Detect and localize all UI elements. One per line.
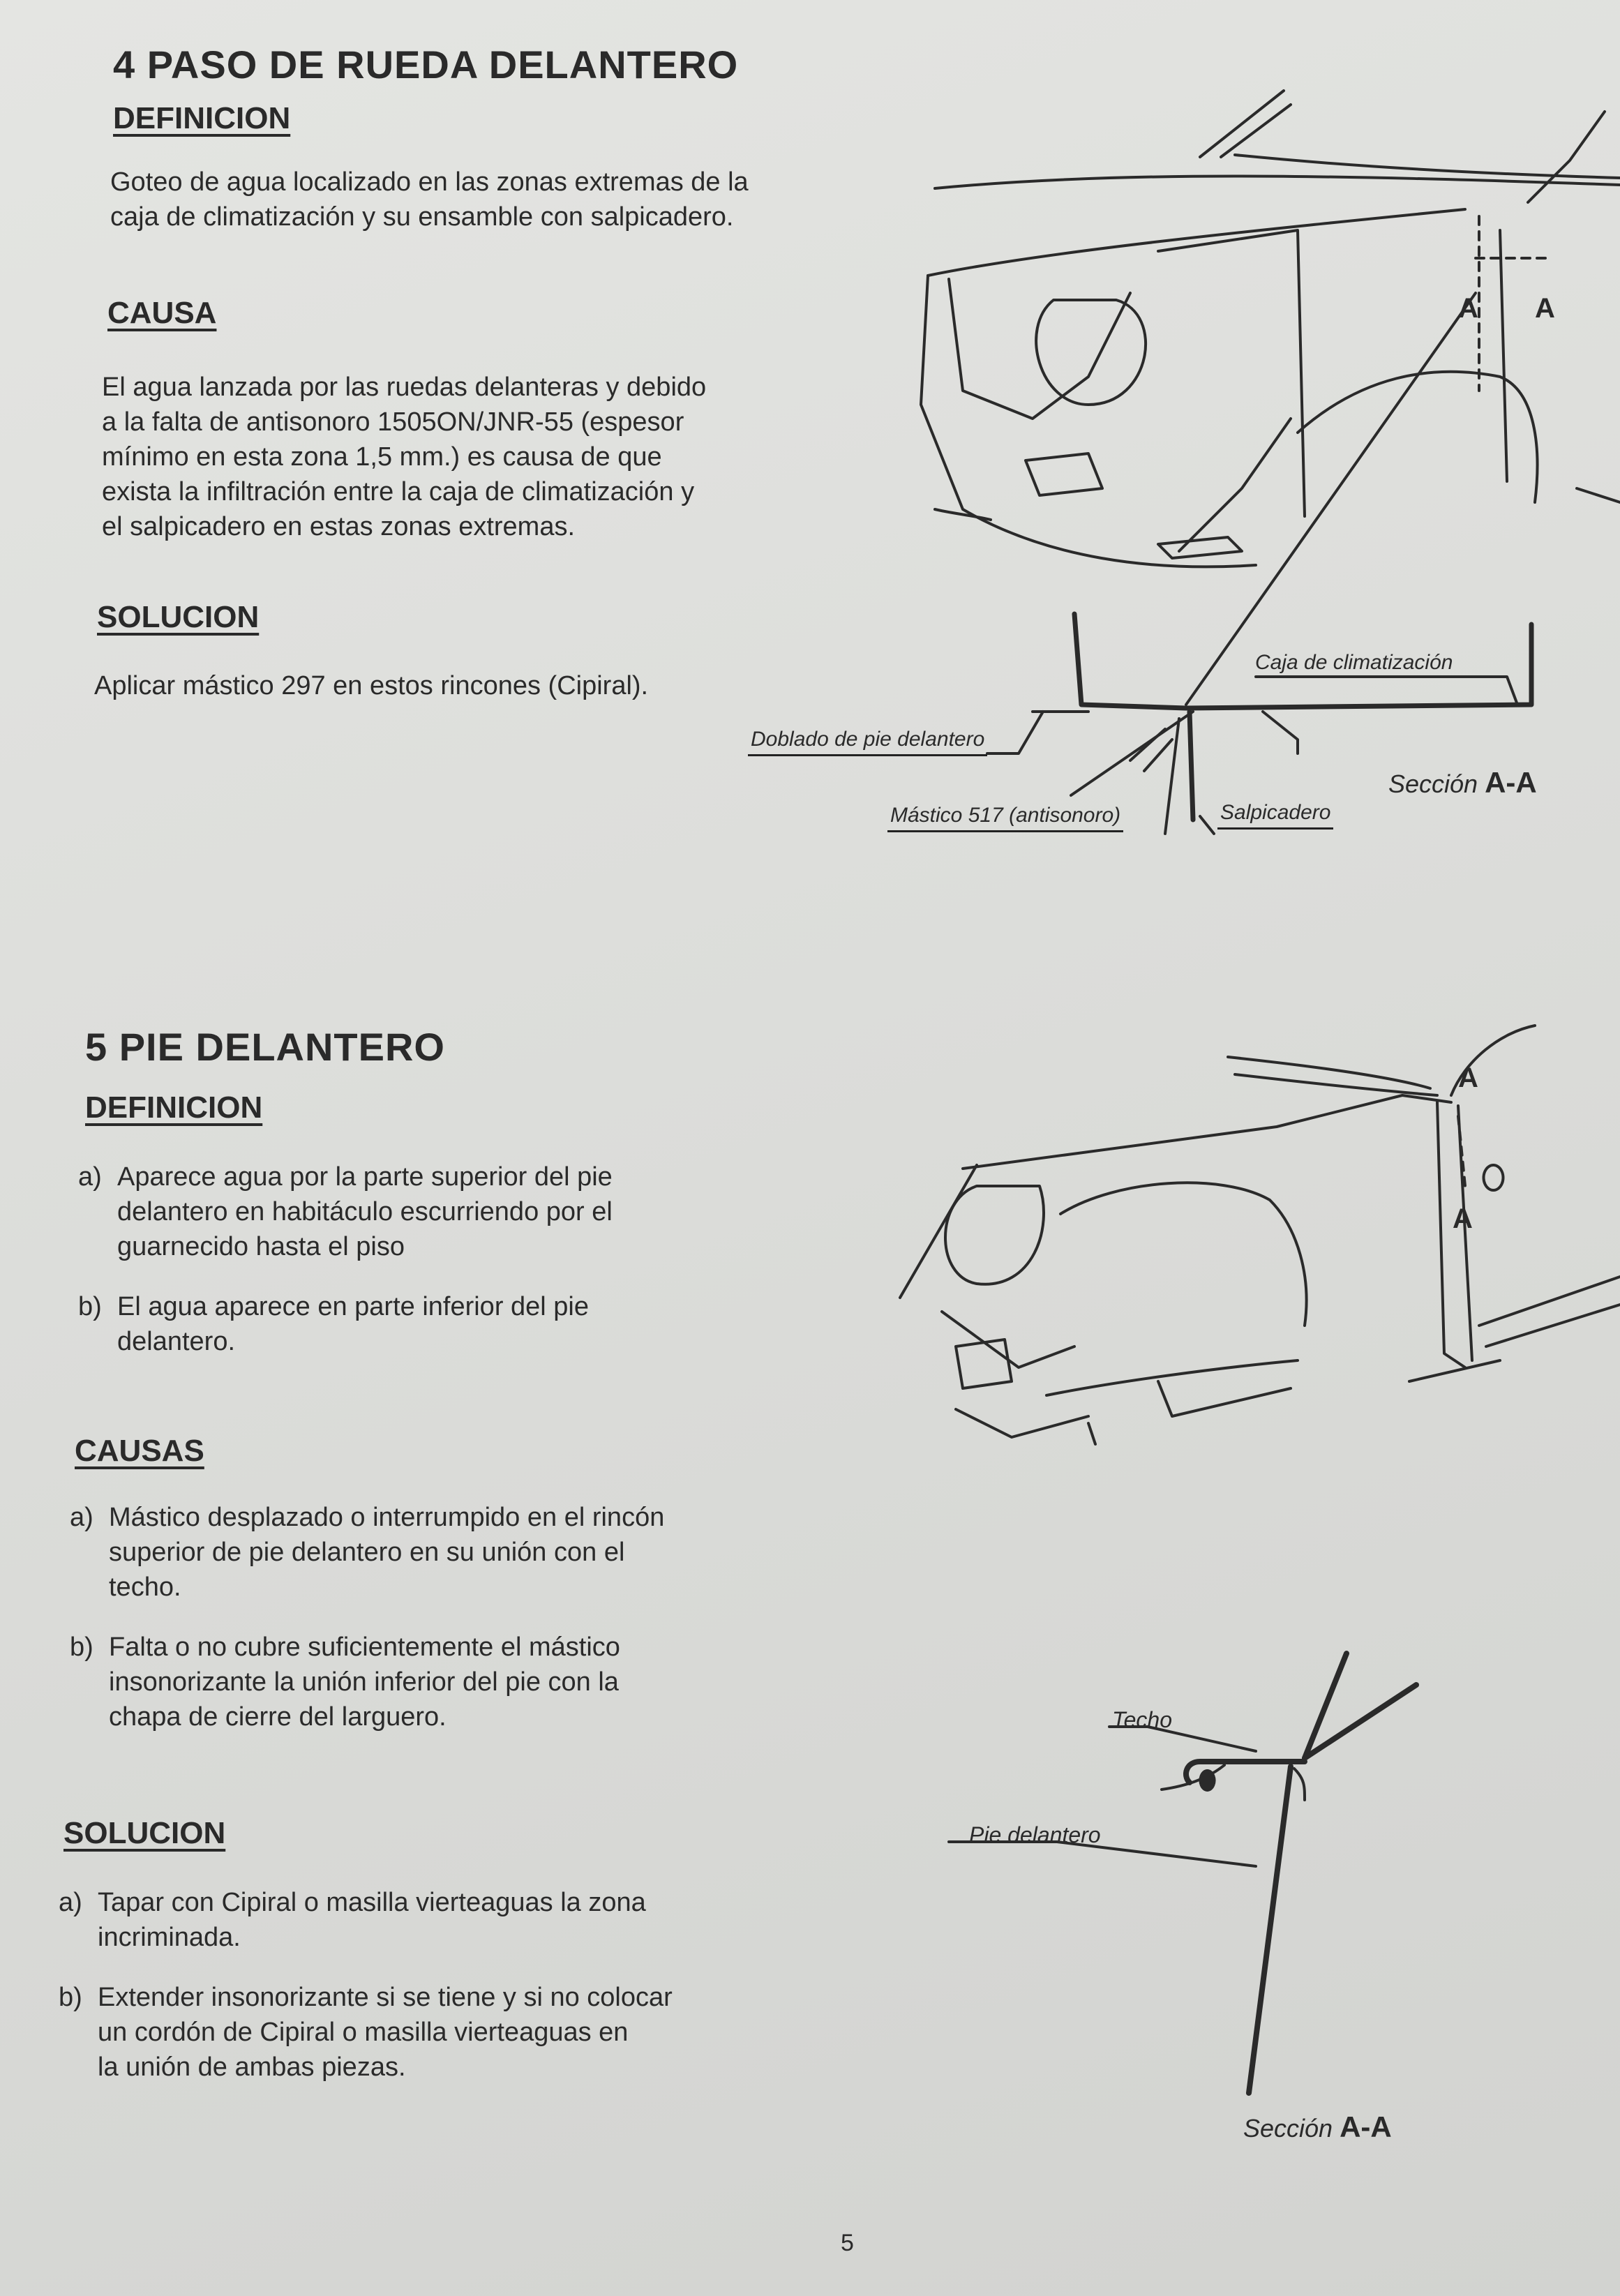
section-5-causas-list: a) Mástico desplazado o interrumpido en … xyxy=(70,1500,664,1734)
list-item: b) Falta o no cubre suficientemente el m… xyxy=(70,1630,664,1734)
text-line: mínimo en esta zona 1,5 mm.) es causa de… xyxy=(102,442,662,472)
page-number: 5 xyxy=(841,2230,854,2256)
text-line: la unión de ambas piezas. xyxy=(98,2053,406,2082)
section-marker-a: A xyxy=(1535,293,1555,324)
section-4-solucion-heading: SOLUCION xyxy=(97,600,260,634)
text-line: el salpicadero en estas zonas extremas. xyxy=(102,512,576,541)
item-marker: b) xyxy=(59,1983,82,2012)
text-line: caja de climatización y su ensamble con … xyxy=(110,202,734,232)
item-marker: a) xyxy=(59,1888,82,1917)
section-word: Sección xyxy=(1243,2114,1333,2143)
text-line: incriminada. xyxy=(98,1923,241,1952)
text-line: a la falta de antisonoro 1505ON/JNR-55 (… xyxy=(102,407,684,437)
label-techo: Techo xyxy=(1112,1707,1172,1732)
section-4-causa-text: El agua lanzada por las ruedas delantera… xyxy=(102,370,706,544)
item-marker: b) xyxy=(70,1633,93,1662)
text-line: guarnecido hasta el piso xyxy=(117,1232,405,1261)
label-caja-climatizacion: Caja de climatización xyxy=(1255,651,1453,674)
label-mastico-517: Mástico 517 (antisonoro) xyxy=(887,804,1124,832)
text-line: superior de pie delantero en su unión co… xyxy=(109,1538,625,1567)
section-caption: Sección A-A xyxy=(1243,2110,1392,2144)
section-4-title: 4 PASO DE RUEDA DELANTERO xyxy=(113,43,739,87)
text-line: delantero en habitáculo escurriendo por … xyxy=(117,1197,613,1226)
section-marker-a: A xyxy=(1458,1063,1478,1093)
section-5-title: 5 PIE DELANTERO xyxy=(85,1025,445,1069)
section-4-definicion-text: Goteo de agua localizado en las zonas ex… xyxy=(110,165,749,234)
section-4-solucion-text: Aplicar mástico 297 en estos rincones (C… xyxy=(94,671,649,700)
text-line: Aparece agua por la parte superior del p… xyxy=(117,1162,613,1192)
text-line: exista la infiltración entre la caja de … xyxy=(102,477,695,507)
text-line: delantero. xyxy=(117,1327,236,1356)
section-5-definicion-list: a) Aparece agua por la parte superior de… xyxy=(78,1160,613,1359)
item-marker: a) xyxy=(78,1162,102,1192)
list-item: b) Extender insonorizante si se tiene y … xyxy=(59,1980,673,2085)
section-4-causa-heading: CAUSA xyxy=(107,296,217,330)
section-marker-a: A xyxy=(1453,1203,1473,1234)
text-line: Tapar con Cipiral o masilla vierteaguas … xyxy=(98,1888,646,1917)
text-line: chapa de cierre del larguero. xyxy=(109,1702,447,1732)
text-line: El agua lanzada por las ruedas delantera… xyxy=(102,373,707,402)
item-marker: a) xyxy=(70,1503,93,1532)
list-item: a) Mástico desplazado o interrumpido en … xyxy=(70,1500,664,1605)
list-item: a) Tapar con Cipiral o masilla vierteagu… xyxy=(59,1885,673,1955)
text-line: insonorizante la unión inferior del pie … xyxy=(109,1667,619,1697)
label-pie-delantero: Pie delantero xyxy=(969,1822,1101,1847)
text-line: Mástico desplazado o interrumpido en el … xyxy=(109,1503,665,1532)
section-5-solucion-list: a) Tapar con Cipiral o masilla vierteagu… xyxy=(59,1885,673,2085)
list-item: b) El agua aparece en parte inferior del… xyxy=(78,1289,613,1359)
section-4-definicion-heading: DEFINICION xyxy=(113,101,291,135)
label-salpicadero: Salpicadero xyxy=(1217,801,1334,830)
text-line: Goteo de agua localizado en las zonas ex… xyxy=(110,167,749,197)
list-item: a) Aparece agua por la parte superior de… xyxy=(78,1160,613,1264)
label-doblado-pie-delantero: Doblado de pie delantero xyxy=(748,728,988,756)
section-5-causas-heading: CAUSAS xyxy=(75,1434,204,1468)
section-5-definicion-heading: DEFINICION xyxy=(85,1090,263,1125)
section-5-solucion-heading: SOLUCION xyxy=(63,1816,226,1850)
section-marker-a: A xyxy=(1458,293,1478,324)
section-caption: Sección A-A xyxy=(1388,766,1537,800)
text-line: Falta o no cubre suficientemente el mást… xyxy=(109,1633,620,1662)
text-line: un cordón de Cipiral o masilla vierteagu… xyxy=(98,2018,629,2047)
text-line: Extender insonorizante si se tiene y si … xyxy=(98,1983,673,2012)
text-line: El agua aparece en parte inferior del pi… xyxy=(117,1292,590,1321)
item-marker: b) xyxy=(78,1292,102,1321)
text-line: techo. xyxy=(109,1573,181,1602)
section-id: A-A xyxy=(1485,766,1537,799)
section-id: A-A xyxy=(1340,2110,1392,2143)
section-word: Sección xyxy=(1388,770,1478,798)
